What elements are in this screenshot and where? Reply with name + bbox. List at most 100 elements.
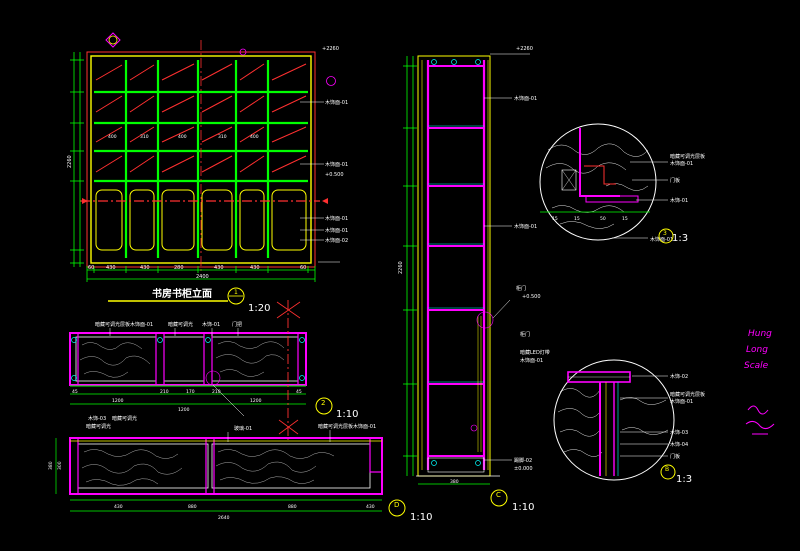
dt-label-2: 木饰面-01: [670, 160, 693, 167]
plan-top-label-mid: 暗藏可调光: [168, 321, 193, 328]
dt-dim-4: 15: [622, 216, 628, 222]
pt-dim-2: 1200: [112, 398, 124, 404]
plan-bottom-outer: [69, 437, 383, 495]
detail-top-marker: [658, 228, 674, 244]
detail-bottom-labels: 木饰-02 暗藏可调光层板 木饰面-01 木饰-03 木饰-04 门板: [670, 373, 705, 460]
elevation-markers: [82, 198, 328, 204]
detail-bottom-marker: [660, 464, 676, 480]
pb-label-left: 暗藏可调光: [86, 423, 111, 430]
plan-top-screws: [71, 337, 305, 381]
section-screws: [431, 59, 481, 466]
section-note-1: 柜门: [520, 331, 530, 338]
detail-top-dims: 15 15 50 15: [552, 216, 628, 222]
section-note-3: 木饰面-01: [520, 357, 543, 364]
pb-side-dim-2: 300: [57, 461, 63, 470]
pb-dim-1: 430: [114, 504, 123, 510]
detail-top: 15 15 50 15 暗藏可调光层板 木饰面-01 门板 木饰-01 木饰面-…: [539, 123, 705, 244]
section-dim-ticks: [403, 65, 417, 457]
section-marker-d-num: D: [394, 501, 399, 509]
plan-top-label-left: 暗藏可调光层板木饰面-01: [95, 321, 153, 328]
handwriting-scribble: [745, 405, 775, 435]
detail-top-circle: [539, 123, 657, 241]
plan-top-bottom-label-2: 暗藏可调光: [112, 415, 137, 422]
pb-label-glass: 玻璃-01: [234, 425, 252, 432]
plan-top-marker-num: 2: [321, 399, 325, 407]
row-dim-3: 400: [178, 134, 187, 140]
plan-top-bottom-label-1: 木饰-03: [88, 415, 106, 422]
db-label-4: 木饰-03: [670, 429, 688, 436]
plan-bottom-leaders: [227, 430, 331, 442]
plan-bottom: 暗藏可调光 玻璃-01 暗藏可调光层板木饰面-01 380 300 430 88…: [48, 423, 383, 521]
elevation-row-dims: 400 310 400 310 400: [108, 134, 259, 140]
plan-bottom-dims: 430 880 880 430 2640: [114, 504, 375, 521]
plan-top-outer: [69, 332, 307, 386]
detail-top-lip: [584, 165, 616, 185]
plan-bottom-posts: [69, 437, 383, 495]
section-mid-2: +0.500: [522, 294, 541, 300]
db-label-6: 门板: [670, 453, 680, 460]
elevation-posts: [124, 60, 270, 258]
detail-top-scale: 1:3: [672, 233, 688, 244]
handwriting-2: Long: [746, 345, 768, 355]
section-scale-d: 1:10: [410, 512, 432, 523]
callout-4: 木饰面-01: [325, 215, 348, 222]
plan-bottom-labels: 暗藏可调光 玻璃-01 暗藏可调光层板木饰面-01: [86, 423, 376, 432]
plan-top-labels: 暗藏可调光层板木饰面-01 暗藏可调光 木饰-01 门把 木饰-03 暗藏可调光: [88, 321, 242, 422]
section-marker-c-num: C: [496, 491, 501, 499]
dim-bottom-5: 430: [250, 265, 260, 271]
section-height-total: 2260: [398, 261, 404, 274]
detail-top-labels: 暗藏可调光层板 木饰面-01 门板 木饰-01 木饰面-01: [650, 153, 705, 243]
pb-dim-2: 880: [188, 504, 197, 510]
db-label-3: 木饰面-01: [670, 398, 693, 405]
pt-dim-3: 210: [160, 389, 169, 395]
section-leaders: [484, 97, 512, 461]
dim-left-ticks: [70, 59, 84, 264]
section-marker-d: [388, 499, 406, 517]
pt-dim-1: 45: [72, 389, 78, 395]
handwriting-3: Scale: [744, 361, 769, 371]
cabinet-elevation: 2260 60 430 430 280 430 430 60 2400 400 …: [67, 32, 348, 282]
dt-label-5: 木饰面-01: [650, 236, 673, 243]
pt-dim-7: 45: [296, 389, 302, 395]
section-mid-1: 柜门: [516, 285, 526, 292]
dim-bottom-1: 430: [106, 265, 116, 271]
section-bottom-label-1: 踢脚-02: [514, 457, 532, 464]
detail-bottom-marker-num: B: [665, 466, 669, 473]
db-label-1: 木饰-02: [670, 373, 688, 380]
dt-dim-1: 15: [552, 216, 558, 222]
elevation-section-marker: [105, 32, 336, 86]
dim-bottom-4: 430: [214, 265, 224, 271]
section-scale-c: 1:10: [512, 502, 534, 513]
section-bottom-label-2: ±0.000: [514, 466, 533, 472]
db-label-5: 木饰-04: [670, 441, 688, 448]
callout-3: +0.500: [325, 172, 344, 178]
dim-bottom-labels: 60 430 430 280 430 430 60 2400: [88, 265, 306, 280]
detail-top-leaders: [612, 161, 668, 239]
pb-side-dim-1: 380: [48, 461, 54, 470]
title-marker-circle: [227, 287, 245, 305]
detail-top-block-x: [561, 169, 577, 191]
section-base: [427, 457, 485, 473]
dim-bottom-3: 280: [174, 265, 184, 271]
plan-top-leaders: [109, 328, 239, 336]
elevation-frame-inner: [90, 55, 312, 264]
pt-dim-4: 170: [186, 389, 195, 395]
detail-top-door: [585, 195, 639, 203]
section-marker-c: [490, 489, 508, 507]
pb-label-right: 暗藏可调光层板木饰面-01: [318, 423, 376, 430]
detail-bottom: 木饰-02 暗藏可调光层板 木饰面-01 木饰-03 木饰-04 门板 B 1:…: [553, 359, 705, 485]
elevation-frame-outer: [86, 51, 316, 268]
handwriting-1: Hung: [748, 329, 772, 339]
plan-top: 暗藏可调光层板木饰面-01 暗藏可调光 木饰-01 门把 木饰-03 暗藏可调光…: [69, 300, 358, 440]
plan-top-cut-cross: [276, 301, 301, 319]
section-detail-circle: [476, 311, 494, 329]
plan-top-marker-circle: [315, 397, 333, 415]
elevation-door-panels: [95, 189, 307, 251]
plan-top-label-door: 门把: [232, 321, 242, 328]
handwritten-notes: Hung Long Scale: [744, 329, 775, 435]
callout-1: 木饰面-01: [325, 99, 348, 106]
plan-top-panel-2: [163, 336, 205, 382]
elevation-callout-leaders: [300, 101, 324, 241]
dt-dim-3: 50: [600, 216, 606, 222]
